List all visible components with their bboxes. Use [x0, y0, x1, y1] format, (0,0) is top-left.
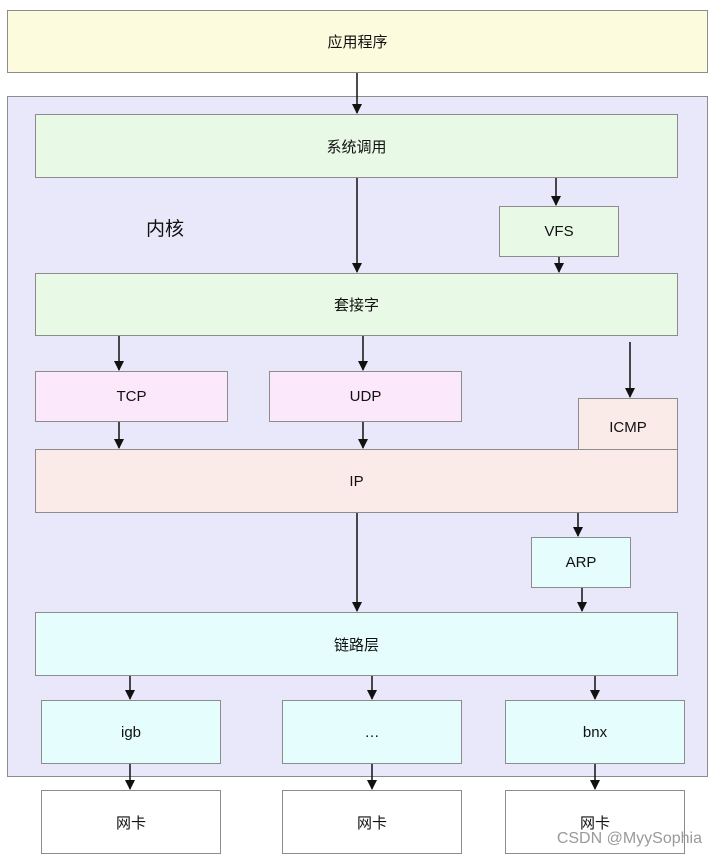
driver-ellipsis-box: …	[282, 700, 462, 764]
icmp-box: ICMP	[578, 398, 678, 456]
link-layer-box: 链路层	[35, 612, 678, 676]
syscall-box: 系统调用	[35, 114, 678, 178]
ip-box: IP	[35, 449, 678, 513]
arp-label: ARP	[565, 554, 597, 571]
nic-box-2: 网卡	[282, 790, 462, 854]
driver-bnx-box: bnx	[505, 700, 685, 764]
link-layer-label: 链路层	[333, 636, 379, 654]
kernel-title: 内核	[146, 219, 185, 240]
tcp-label: TCP	[116, 388, 147, 405]
app-layer-box: 应用程序	[7, 10, 708, 73]
driver-ellipsis-label: …	[364, 723, 380, 741]
vfs-box: VFS	[499, 206, 619, 257]
driver-igb-box: igb	[41, 700, 221, 764]
tcp-box: TCP	[35, 371, 228, 422]
arp-box: ARP	[531, 537, 631, 588]
nic-label-1: 网卡	[115, 814, 146, 832]
udp-label: UDP	[349, 388, 382, 405]
nic-label-3: 网卡	[579, 814, 610, 832]
syscall-label: 系统调用	[326, 138, 387, 156]
nic-box-3: 网卡	[505, 790, 685, 854]
icmp-label: ICMP	[609, 418, 647, 436]
socket-box: 套接字	[35, 273, 678, 336]
socket-label: 套接字	[333, 297, 379, 314]
vfs-label: VFS	[544, 223, 574, 240]
watermark: CSDN @MyySophia	[556, 830, 702, 847]
ip-label: IP	[349, 472, 364, 490]
nic-box-1: 网卡	[41, 790, 221, 854]
udp-box: UDP	[269, 371, 462, 422]
nic-label-2: 网卡	[356, 814, 387, 832]
driver-bnx-label: bnx	[582, 723, 608, 741]
app-layer-label: 应用程序	[327, 34, 388, 51]
driver-igb-label: igb	[120, 723, 142, 741]
